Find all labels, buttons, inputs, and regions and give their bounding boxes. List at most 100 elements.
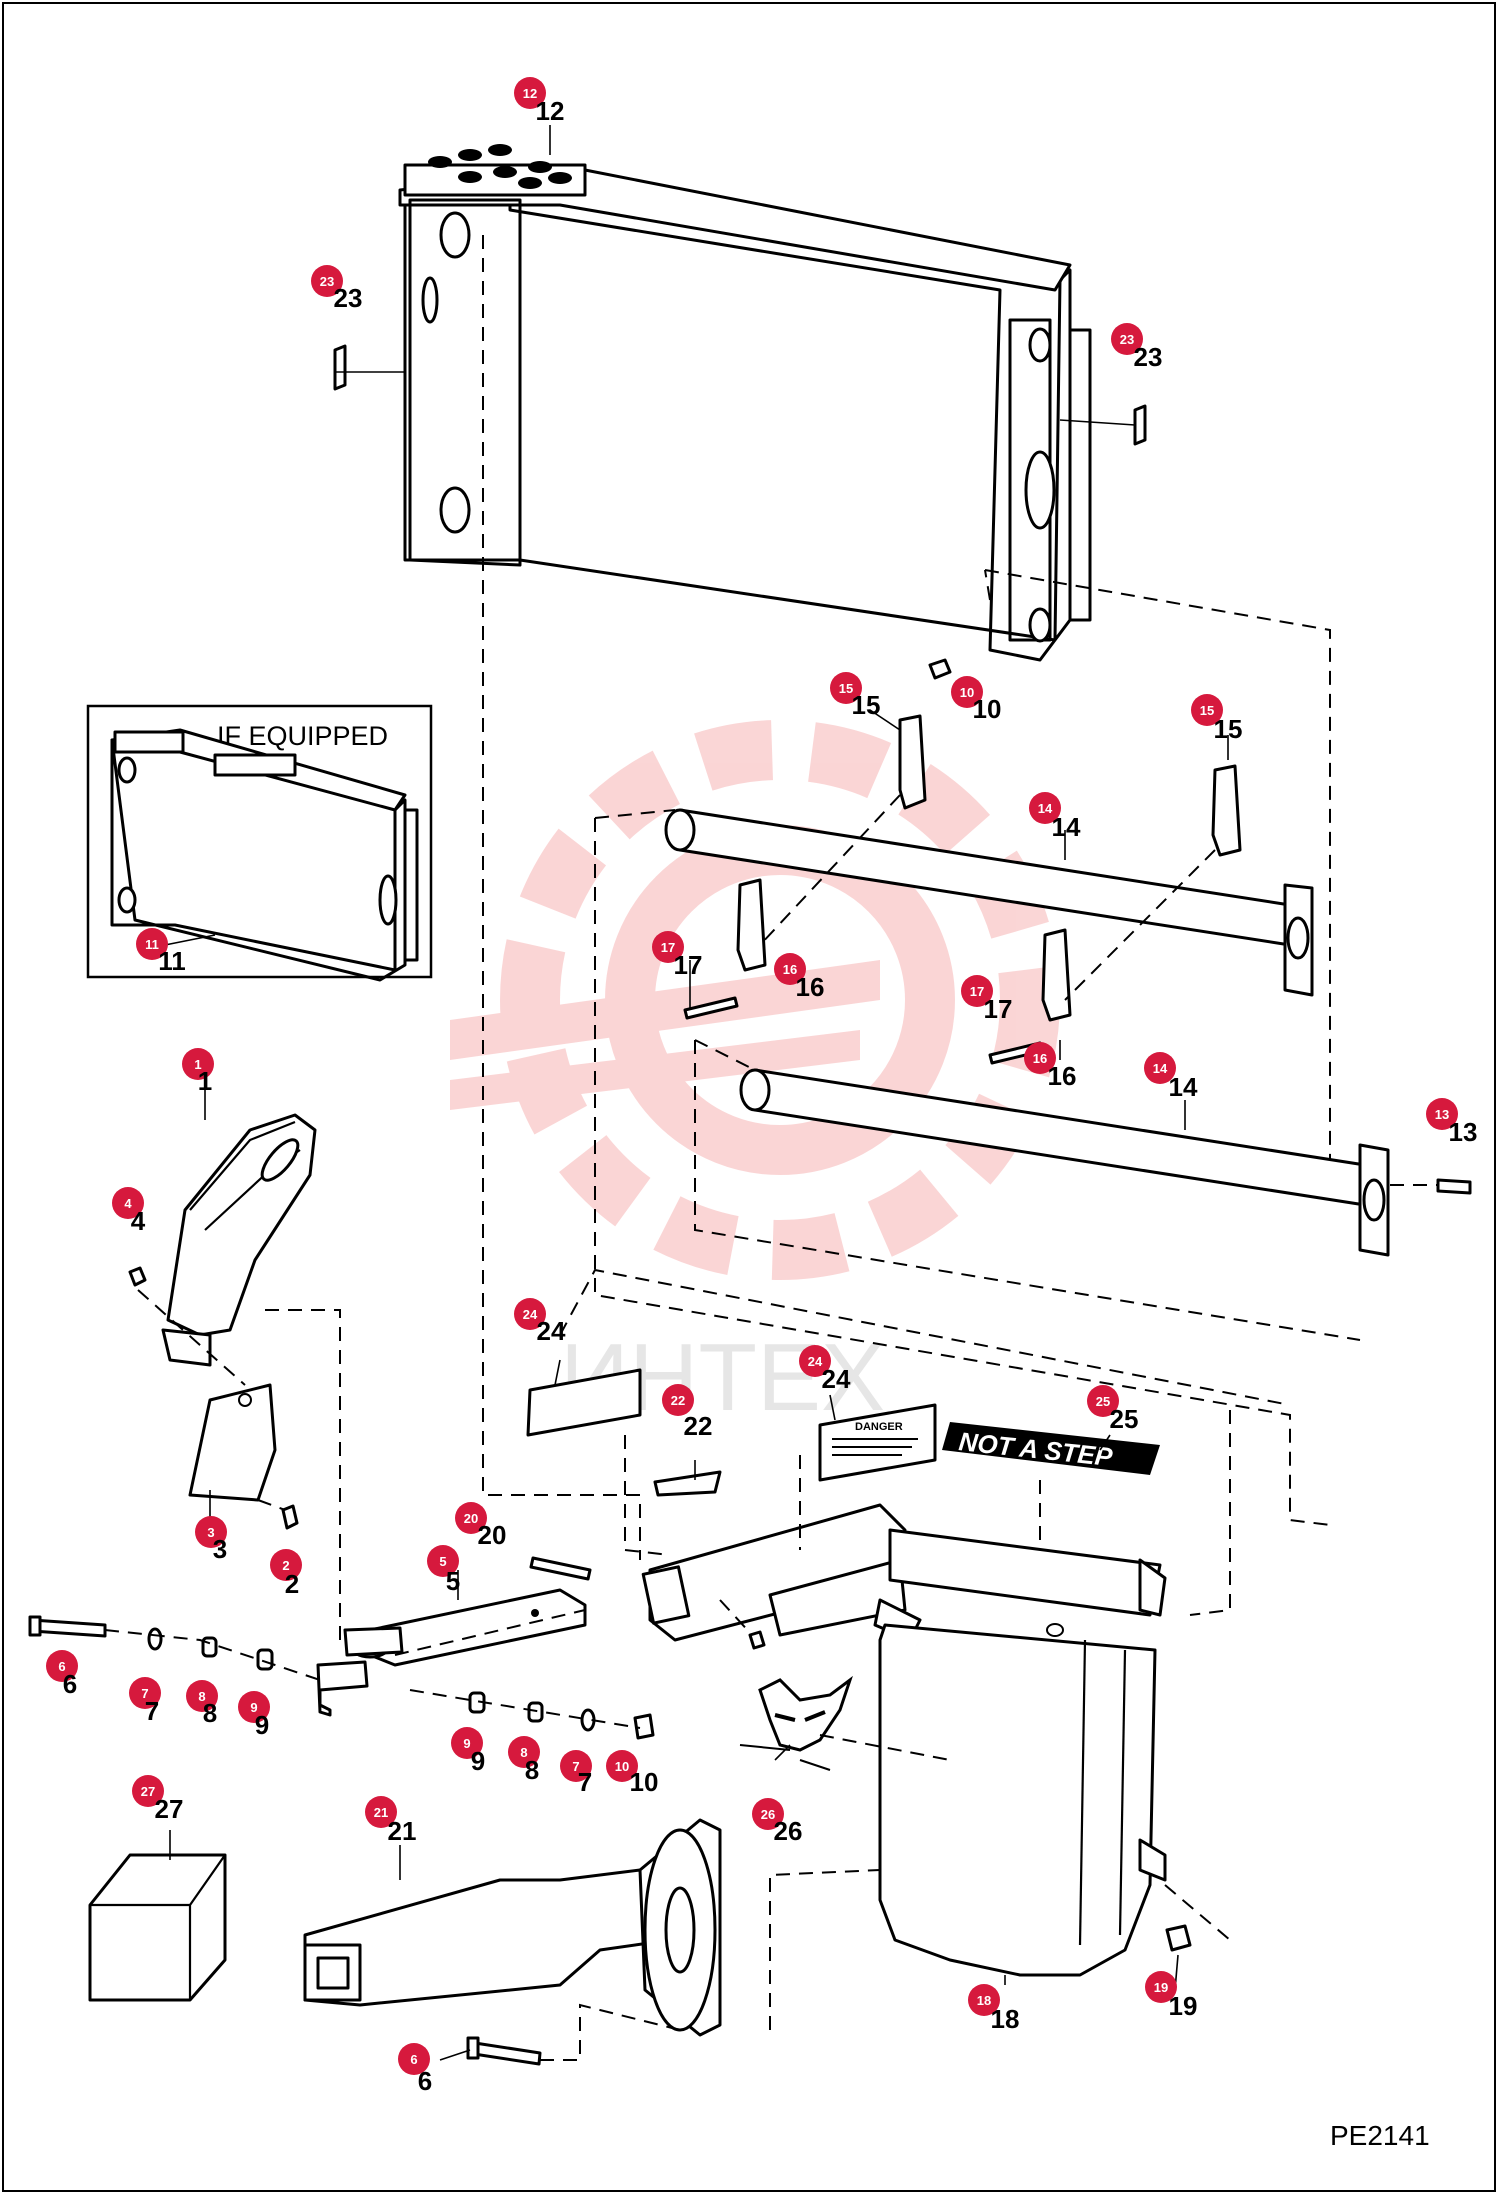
- svg-text:14: 14: [1153, 1061, 1168, 1076]
- svg-text:24: 24: [523, 1307, 538, 1322]
- svg-text:9: 9: [250, 1700, 257, 1715]
- callout-5: 55: [427, 1545, 460, 1596]
- bolt-part-2: [281, 1504, 299, 1530]
- svg-text:10: 10: [960, 685, 974, 700]
- callout-6-left: 66: [46, 1650, 78, 1699]
- svg-text:13: 13: [1435, 1107, 1449, 1122]
- svg-text:4: 4: [131, 1206, 146, 1236]
- callout-6-bottom: 66: [398, 2043, 432, 2096]
- nut-part-19: [1165, 1924, 1192, 1952]
- svg-text:24: 24: [808, 1354, 823, 1369]
- svg-text:6: 6: [63, 1669, 77, 1699]
- pin-part-14-lower: [739, 1068, 1390, 1257]
- nut-part-10-bottom: [633, 1713, 655, 1740]
- decal-part-23-right: [1133, 404, 1147, 446]
- svg-text:23: 23: [334, 283, 363, 313]
- svg-text:7: 7: [141, 1686, 148, 1701]
- svg-text:3: 3: [213, 1534, 227, 1564]
- svg-text:15: 15: [839, 681, 853, 696]
- svg-text:18: 18: [977, 1993, 991, 2008]
- clamp-part-15-left: [898, 714, 927, 810]
- svg-text:1: 1: [198, 1066, 212, 1096]
- main-frame-part-12: [398, 144, 1092, 662]
- clamp-part-15-right: [1211, 764, 1242, 857]
- bushing-part-9-left: [256, 1648, 274, 1671]
- box-part-27: [88, 1853, 227, 2002]
- danger-decal-title: DANGER: [855, 1421, 903, 1433]
- svg-text:13: 13: [1449, 1117, 1478, 1147]
- svg-text:12: 12: [536, 96, 565, 126]
- callout-2: 22: [270, 1549, 302, 1599]
- pin-part-5-lower: [316, 1660, 369, 1717]
- bolt-part-13: [1436, 1178, 1472, 1195]
- nut-small-under-tube: [748, 1630, 766, 1650]
- svg-text:21: 21: [388, 1816, 417, 1846]
- svg-text:26: 26: [774, 1816, 803, 1846]
- svg-text:20: 20: [478, 1520, 507, 1550]
- figure-code: PE2141: [1330, 2120, 1430, 2151]
- clamp-part-16-left: [736, 878, 767, 972]
- svg-text:7: 7: [578, 1767, 592, 1797]
- callout-3: 33: [195, 1516, 227, 1564]
- decal-part-24-danger: DANGER: [818, 1403, 937, 1482]
- svg-text:27: 27: [141, 1784, 155, 1799]
- svg-text:19: 19: [1169, 1991, 1198, 2021]
- svg-text:14: 14: [1052, 812, 1081, 842]
- svg-text:10: 10: [973, 694, 1002, 724]
- callout-7-left: 77: [129, 1677, 161, 1726]
- bracket-part-18: [873, 1528, 1167, 1977]
- svg-text:23: 23: [320, 274, 334, 289]
- tube-and-tongue: [641, 1503, 907, 1642]
- svg-text:2: 2: [285, 1569, 299, 1599]
- svg-text:5: 5: [439, 1554, 446, 1569]
- svg-text:25: 25: [1110, 1404, 1139, 1434]
- svg-text:9: 9: [463, 1736, 470, 1751]
- logo-decal-part-26: [739, 1675, 853, 1771]
- svg-text:22: 22: [671, 1393, 685, 1408]
- svg-text:26: 26: [761, 1807, 775, 1822]
- svg-text:17: 17: [970, 984, 984, 999]
- svg-text:5: 5: [446, 1566, 460, 1596]
- svg-text:15: 15: [1214, 714, 1243, 744]
- nut-part-4: [128, 1266, 147, 1287]
- decal-part-22: [653, 1470, 722, 1497]
- svg-text:18: 18: [991, 2004, 1020, 2034]
- svg-text:19: 19: [1154, 1980, 1168, 1995]
- callout-1: 11: [182, 1048, 214, 1096]
- svg-text:24: 24: [822, 1364, 851, 1394]
- decal-part-24-left: [526, 1368, 642, 1437]
- svg-text:16: 16: [796, 972, 825, 1002]
- callout-9-right: 99: [451, 1727, 485, 1776]
- svg-text:27: 27: [155, 1794, 184, 1824]
- svg-text:6: 6: [410, 2052, 417, 2067]
- callout-4: 44: [112, 1187, 146, 1236]
- svg-text:7: 7: [572, 1759, 579, 1774]
- svg-text:17: 17: [674, 950, 703, 980]
- svg-text:9: 9: [255, 1710, 269, 1740]
- bolt-part-17-left: [683, 996, 739, 1020]
- pin-part-14-upper: [664, 808, 1314, 997]
- svg-text:15: 15: [1200, 703, 1214, 718]
- svg-text:8: 8: [520, 1745, 527, 1760]
- svg-text:20: 20: [464, 1511, 478, 1526]
- callout-8-right: 88: [508, 1736, 540, 1785]
- svg-text:15: 15: [852, 690, 881, 720]
- callout-8-left: 88: [186, 1680, 218, 1728]
- bolt-part-20: [529, 1556, 592, 1581]
